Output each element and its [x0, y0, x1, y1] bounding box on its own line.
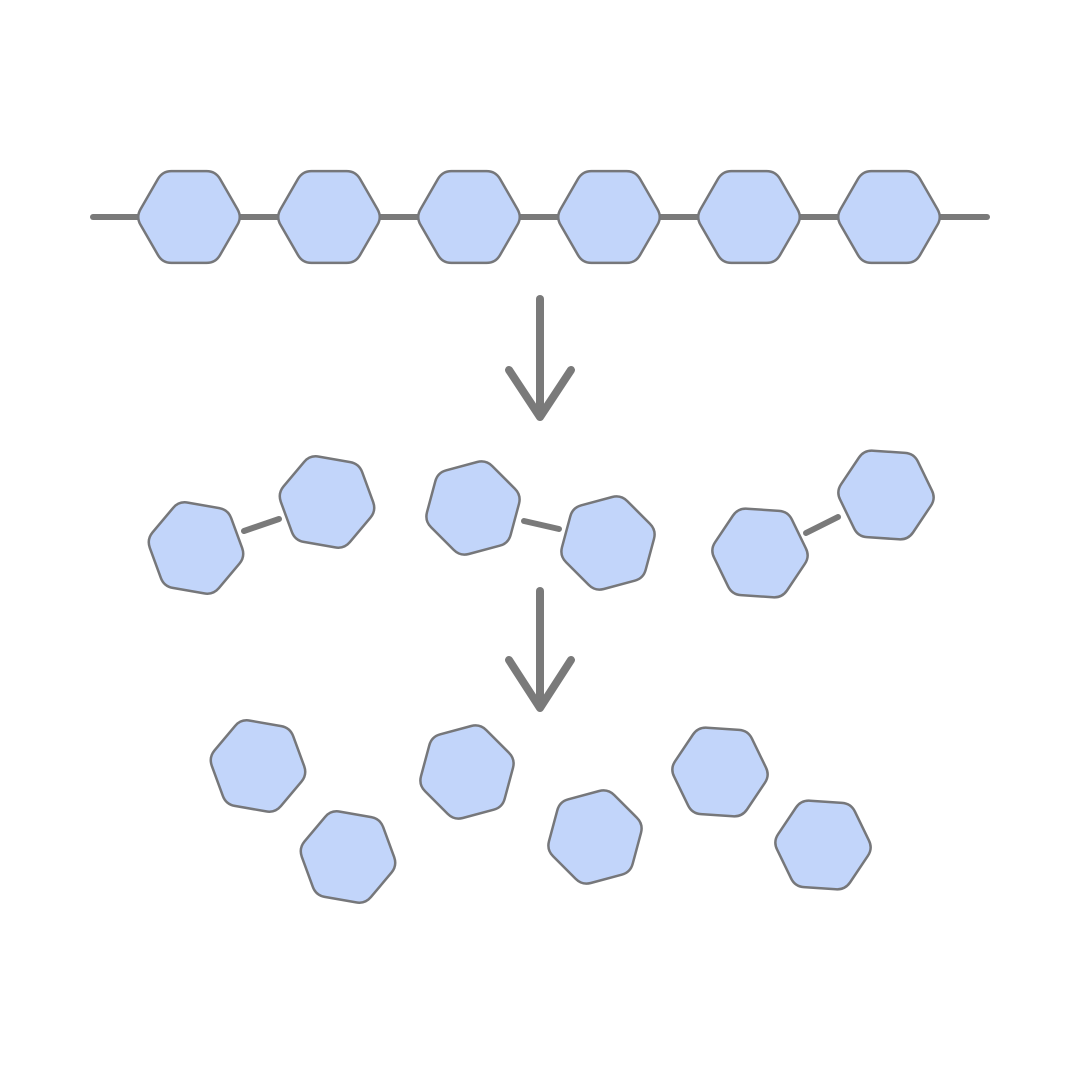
monomer-hexagon-icon [837, 169, 941, 265]
monomer-hexagon-icon [417, 169, 521, 265]
glycosidic-bond [241, 516, 282, 534]
monomer-hexagon-icon [147, 501, 245, 595]
dimer-group [147, 449, 935, 599]
monomer-hexagon-icon [547, 789, 643, 885]
monomer-hexagon-icon [774, 799, 872, 891]
free-monomers [209, 719, 872, 904]
monomer-hexagon-icon [209, 719, 307, 813]
monomer-hexagon-icon [277, 169, 381, 265]
polymer-chain [90, 169, 990, 265]
monomer-hexagon-icon [557, 169, 661, 265]
dimer [711, 449, 935, 599]
monomer-hexagon-icon [278, 455, 376, 549]
glycosidic-bond [803, 514, 841, 536]
down-arrow-icon [505, 295, 575, 421]
dimer [425, 460, 656, 591]
monomer-hexagon-icon [419, 724, 515, 820]
monomer-hexagon-icon [299, 810, 397, 904]
monomer-hexagon-icon [425, 460, 521, 556]
monomer-hexagon-icon [711, 507, 809, 599]
dimer [147, 455, 376, 595]
monomer-hexagon-icon [137, 169, 241, 265]
monomer-hexagon-icon [560, 495, 656, 591]
down-arrow-icon [505, 587, 575, 712]
monomer-hexagon-icon [671, 726, 769, 818]
monomer-hexagon-icon [697, 169, 801, 265]
polymer-monomers [137, 169, 941, 265]
glycosidic-bond [521, 518, 562, 532]
monomer-hexagon-icon [837, 449, 935, 541]
